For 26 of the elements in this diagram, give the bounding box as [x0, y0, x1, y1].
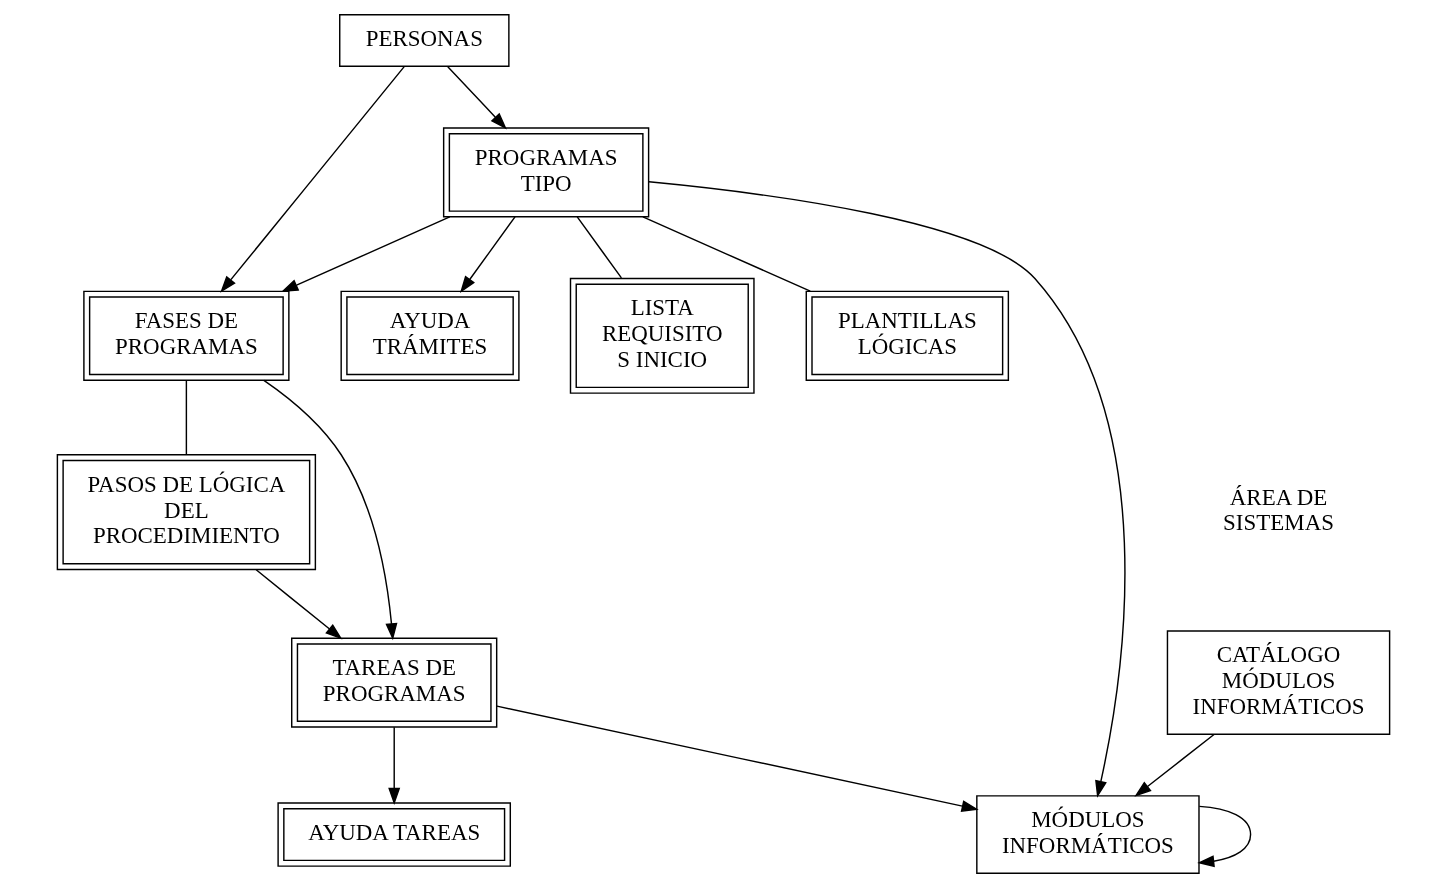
arrow	[496, 704, 979, 812]
arrow	[447, 65, 507, 129]
connector	[576, 215, 623, 279]
arrow	[459, 215, 516, 293]
arrow	[263, 379, 398, 640]
node-box: AYUDA TAREAS	[277, 801, 511, 867]
node-box: TAREAS DE PROGRAMAS	[291, 637, 498, 728]
node-box: CATÁLOGO MÓDULOS INFORMÁTICOS	[1166, 629, 1391, 735]
node-box: PERSONAS	[339, 13, 510, 67]
arrow	[255, 568, 343, 639]
label: ÁREA DE SISTEMAS	[1223, 484, 1334, 535]
node-box: AYUDA TRÁMITES	[340, 290, 520, 381]
node-box: LISTA REQUISITO S INICIO	[569, 277, 755, 394]
connector	[642, 215, 811, 292]
node-box: FASES DE PROGRAMAS	[83, 290, 290, 381]
node-box: PLANTILLAS LÓGICAS	[805, 290, 1010, 381]
arrow	[220, 65, 406, 293]
node-box: PROGRAMAS TIPO	[442, 126, 650, 218]
arrow	[1134, 733, 1215, 797]
node-box: MÓDULOS INFORMÁTICOS	[976, 794, 1200, 874]
arrow	[388, 725, 401, 805]
arrow	[648, 180, 1126, 798]
arrow	[1197, 805, 1252, 867]
arrow	[281, 215, 451, 292]
connector	[185, 379, 188, 455]
node-box: PASOS DE LÓGICA DEL PROCEDIMIENTO	[56, 453, 317, 570]
